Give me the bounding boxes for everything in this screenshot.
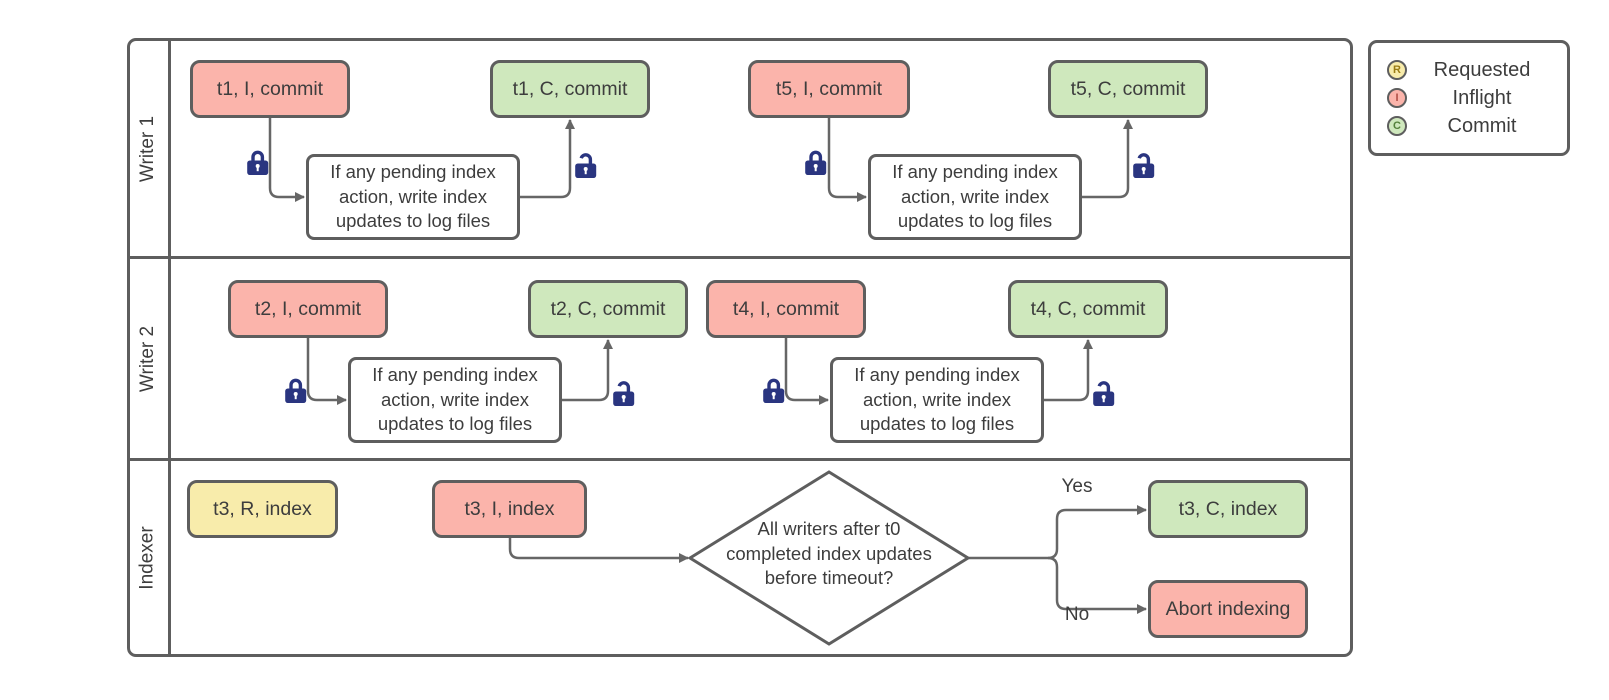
connector-decision-no (1047, 556, 1147, 614)
legend: R Requested I Inflight C Commit (1368, 40, 1570, 156)
requested-state-icon: R (1387, 60, 1407, 80)
lock-open-icon (613, 381, 635, 406)
branch-label-no: No (1064, 604, 1090, 625)
legend-item-label: Requested (1433, 58, 1531, 81)
lane-divider-1 (127, 256, 1353, 259)
node-t2-commit: t2, C, commit (528, 280, 688, 338)
connector-decision-yes (968, 505, 1147, 560)
node-process-writer2-b: If any pending index action, write index… (830, 357, 1044, 443)
branch-label-yes: Yes (1061, 476, 1093, 497)
lane-header-divider (168, 38, 171, 657)
connector-t2-inflight-to-process (306, 338, 347, 405)
legend-item: R Requested (1387, 59, 1557, 82)
decision-diamond-shape (687, 470, 971, 646)
node-t1-commit: t1, C, commit (490, 60, 650, 118)
node-t3-requested: t3, R, index (187, 480, 338, 538)
connector-process-to-t2-commit (562, 339, 613, 402)
lock-open-icon (1133, 153, 1155, 178)
legend-item: C Commit (1387, 115, 1557, 138)
connector-t1-inflight-to-process (268, 118, 305, 202)
lock-closed-icon (763, 378, 785, 403)
connector-process-to-t4-commit (1044, 339, 1093, 402)
node-process-writer2-a: If any pending index action, write index… (348, 357, 562, 443)
node-t4-commit: t4, C, commit (1008, 280, 1168, 338)
lock-closed-icon (805, 150, 827, 175)
connector-process-to-t5-commit (1082, 119, 1133, 199)
node-process-writer1-a: If any pending index action, write index… (306, 154, 520, 240)
node-t1-inflight: t1, I, commit (190, 60, 350, 118)
node-t5-commit: t5, C, commit (1048, 60, 1208, 118)
node-t4-inflight: t4, I, commit (706, 280, 866, 338)
inflight-state-icon: I (1387, 88, 1407, 108)
node-t3-inflight: t3, I, index (432, 480, 587, 538)
node-process-writer1-b: If any pending index action, write index… (868, 154, 1082, 240)
node-abort-indexing: Abort indexing (1148, 580, 1308, 638)
connector-t5-inflight-to-process (827, 118, 867, 202)
commit-state-icon: C (1387, 116, 1407, 136)
lock-closed-icon (247, 150, 269, 175)
lock-open-icon (575, 153, 597, 178)
node-t2-inflight: t2, I, commit (228, 280, 388, 338)
lock-open-icon (1093, 381, 1115, 406)
lock-closed-icon (285, 378, 307, 403)
connector-t4-inflight-to-process (784, 338, 829, 405)
connector-process-to-t1-commit (520, 119, 575, 199)
decision-diamond-text: All writers after t0 completed index upd… (726, 518, 932, 589)
legend-item-label: Commit (1447, 114, 1517, 137)
legend-item-label: Inflight (1452, 86, 1512, 109)
node-t3-commit: t3, C, index (1148, 480, 1308, 538)
lane-divider-2 (127, 458, 1353, 461)
connector-t3-inflight-to-decision (508, 538, 689, 563)
legend-item: I Inflight (1387, 87, 1557, 110)
node-t5-inflight: t5, I, commit (748, 60, 910, 118)
